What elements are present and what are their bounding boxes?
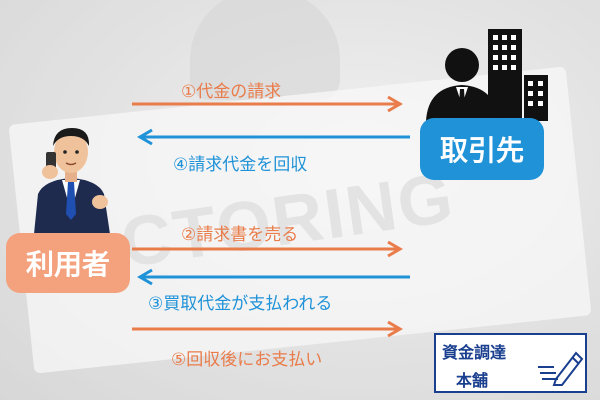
brand-logo: 資金調達 本舗 bbox=[434, 333, 587, 393]
company-building-icon bbox=[426, 29, 548, 121]
background-person bbox=[190, 0, 340, 100]
user-box: 利用者 bbox=[6, 233, 130, 293]
step-4-arrow bbox=[137, 128, 410, 146]
step-2-label: ②請求書を売る bbox=[181, 225, 299, 245]
step-4-label: ④請求代金を回収 bbox=[173, 155, 308, 175]
logo-line-2: 本舗 bbox=[456, 371, 489, 390]
partner-box: 取引先 bbox=[420, 118, 544, 180]
step-3-arrow bbox=[137, 268, 410, 286]
step-3-label: ③買取代金が支払われる bbox=[148, 294, 333, 314]
partner-label: 取引先 bbox=[439, 134, 524, 167]
pen-logo-icon bbox=[538, 351, 584, 386]
step-1-label: ①代金の請求 bbox=[181, 82, 282, 102]
step-2-arrow bbox=[132, 240, 403, 258]
step-5-label: ⑤回収後にお支払い bbox=[171, 350, 323, 370]
user-label: 利用者 bbox=[25, 248, 110, 281]
businessman-icon bbox=[34, 128, 110, 234]
logo-line-1: 資金調達 bbox=[442, 343, 507, 362]
step-1-arrow bbox=[132, 95, 403, 113]
step-5-arrow bbox=[132, 320, 403, 338]
